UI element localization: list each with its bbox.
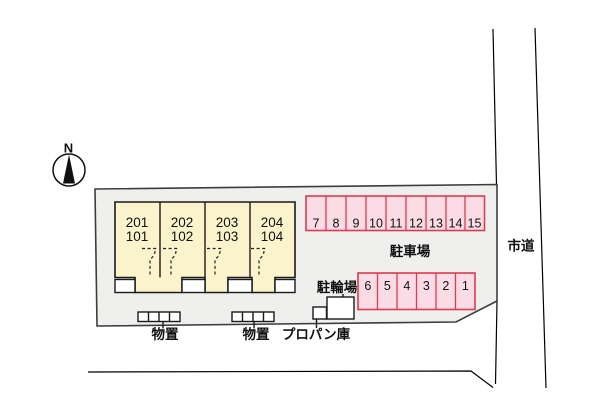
propane-storage-label: プロパン庫 (282, 326, 351, 342)
storage-shed-2-label: 物置 (243, 326, 270, 342)
unit-4-upper-number: 204 (261, 215, 284, 230)
unit-2-upper-number: 202 (171, 215, 194, 230)
storage-shed-1-dividers (147, 312, 171, 322)
unit-3-lower-number: 103 (216, 229, 239, 244)
propane-storage-structure (312, 306, 328, 320)
road-right-edge (534, 27, 547, 389)
unit-2-lower-number: 102 (171, 229, 194, 244)
terrace-2 (181, 278, 206, 294)
stall-12: 12 (409, 217, 423, 231)
storage-shed-1-label: 物置 (152, 326, 179, 342)
parking-row-bottom-dividers (376, 273, 457, 310)
entry-path-unit-201 (142, 247, 158, 276)
unit-4-lower-number: 104 (261, 229, 284, 244)
stall-5: 5 (384, 279, 391, 293)
stall-13: 13 (429, 217, 443, 231)
north-compass: N (52, 141, 86, 187)
bicycle-parking-label: 駐輪場 (317, 279, 358, 295)
terrace-1 (114, 278, 136, 294)
parking-row-top: 7 8 9 10 11 12 13 14 15 (305, 195, 486, 232)
stall-3: 3 (423, 279, 430, 293)
stall-2: 2 (442, 279, 449, 293)
parking-row-bottom: 6 5 4 3 2 1 (357, 272, 476, 311)
stall-6: 6 (364, 279, 371, 293)
road-left-edge-lower (494, 300, 498, 385)
south-boundary-line (87, 370, 494, 388)
unit-1-upper-number: 201 (126, 215, 149, 230)
entry-path-unit-204 (251, 247, 267, 276)
terrace-3 (227, 278, 253, 294)
unit-3-upper-number: 203 (216, 215, 239, 230)
stall-4: 4 (403, 279, 410, 293)
stall-15: 15 (468, 217, 482, 231)
compass-needle-icon (63, 154, 75, 184)
parking-row-top-outline (305, 195, 486, 232)
terrace-4 (274, 278, 296, 294)
stall-11: 11 (390, 217, 403, 231)
stall-10: 10 (369, 217, 383, 231)
stall-8: 8 (333, 217, 340, 231)
entry-path-unit-202 (163, 247, 179, 276)
stall-14: 14 (449, 217, 463, 231)
road-label: 市道 (508, 238, 536, 254)
entry-path-unit-203 (207, 247, 223, 276)
parking-row-top-dividers (325, 196, 466, 231)
storage-shed-2-dividers (241, 312, 265, 322)
north-label: N (64, 141, 73, 156)
road-left-edge-upper (492, 28, 498, 186)
unit-1-lower-number: 101 (126, 229, 149, 244)
stall-7: 7 (313, 217, 320, 231)
stall-9: 9 (353, 217, 360, 231)
bicycle-parking-structure (326, 296, 355, 320)
parking-lot-label: 駐車場 (390, 243, 431, 259)
stall-1: 1 (462, 279, 469, 293)
